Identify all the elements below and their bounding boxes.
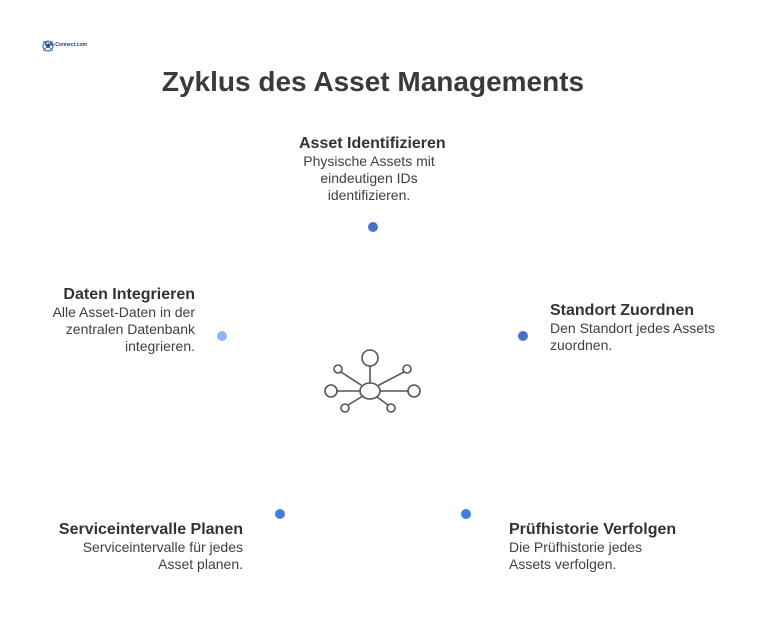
step-title: Asset Identifizieren bbox=[299, 135, 446, 152]
step-title: Serviceintervalle Planen bbox=[58, 521, 243, 538]
step-title: Prüfhistorie Verfolgen bbox=[509, 521, 677, 538]
cycle-dot-5 bbox=[217, 331, 227, 341]
step-description: Die Prüfhistorie jedes Assets verfolgen. bbox=[509, 539, 643, 572]
step-title: Daten Integrieren bbox=[63, 286, 195, 303]
cycle-dot-3 bbox=[461, 509, 471, 519]
cycle-dot-2 bbox=[518, 331, 528, 341]
step-description: Alle Asset-Daten in der zentralen Datenb… bbox=[52, 304, 195, 354]
diagram-title: Zyklus des Asset Managements bbox=[161, 66, 585, 97]
step-title: Standort Zuordnen bbox=[550, 302, 694, 319]
step-pruefhistorie-verfolgen: Prüfhistorie Verfolgen Die Prüfhistorie … bbox=[509, 520, 709, 573]
step-description: Serviceintervalle für jedes Asset planen… bbox=[82, 539, 243, 572]
step-daten-integrieren: Daten Integrieren Alle Asset-Daten in de… bbox=[20, 285, 195, 355]
cycle-dot-1 bbox=[368, 222, 378, 232]
cycle-dot-4 bbox=[275, 509, 285, 519]
step-asset-identifizieren: Asset Identifizieren Physische Assets mi… bbox=[299, 134, 459, 204]
step-description: Physische Assets mit eindeutigen IDs ide… bbox=[303, 153, 435, 203]
network-hub-icon bbox=[324, 349, 421, 413]
step-description: Den Standort jedes Assets zuordnen. bbox=[550, 320, 715, 353]
brand-logo bbox=[42, 40, 54, 52]
logo-text: File-Connect.com bbox=[45, 42, 87, 48]
step-standort-zuordnen: Standort Zuordnen Den Standort jedes Ass… bbox=[550, 301, 740, 354]
step-serviceintervalle-planen: Serviceintervalle Planen Serviceinterval… bbox=[40, 520, 243, 573]
